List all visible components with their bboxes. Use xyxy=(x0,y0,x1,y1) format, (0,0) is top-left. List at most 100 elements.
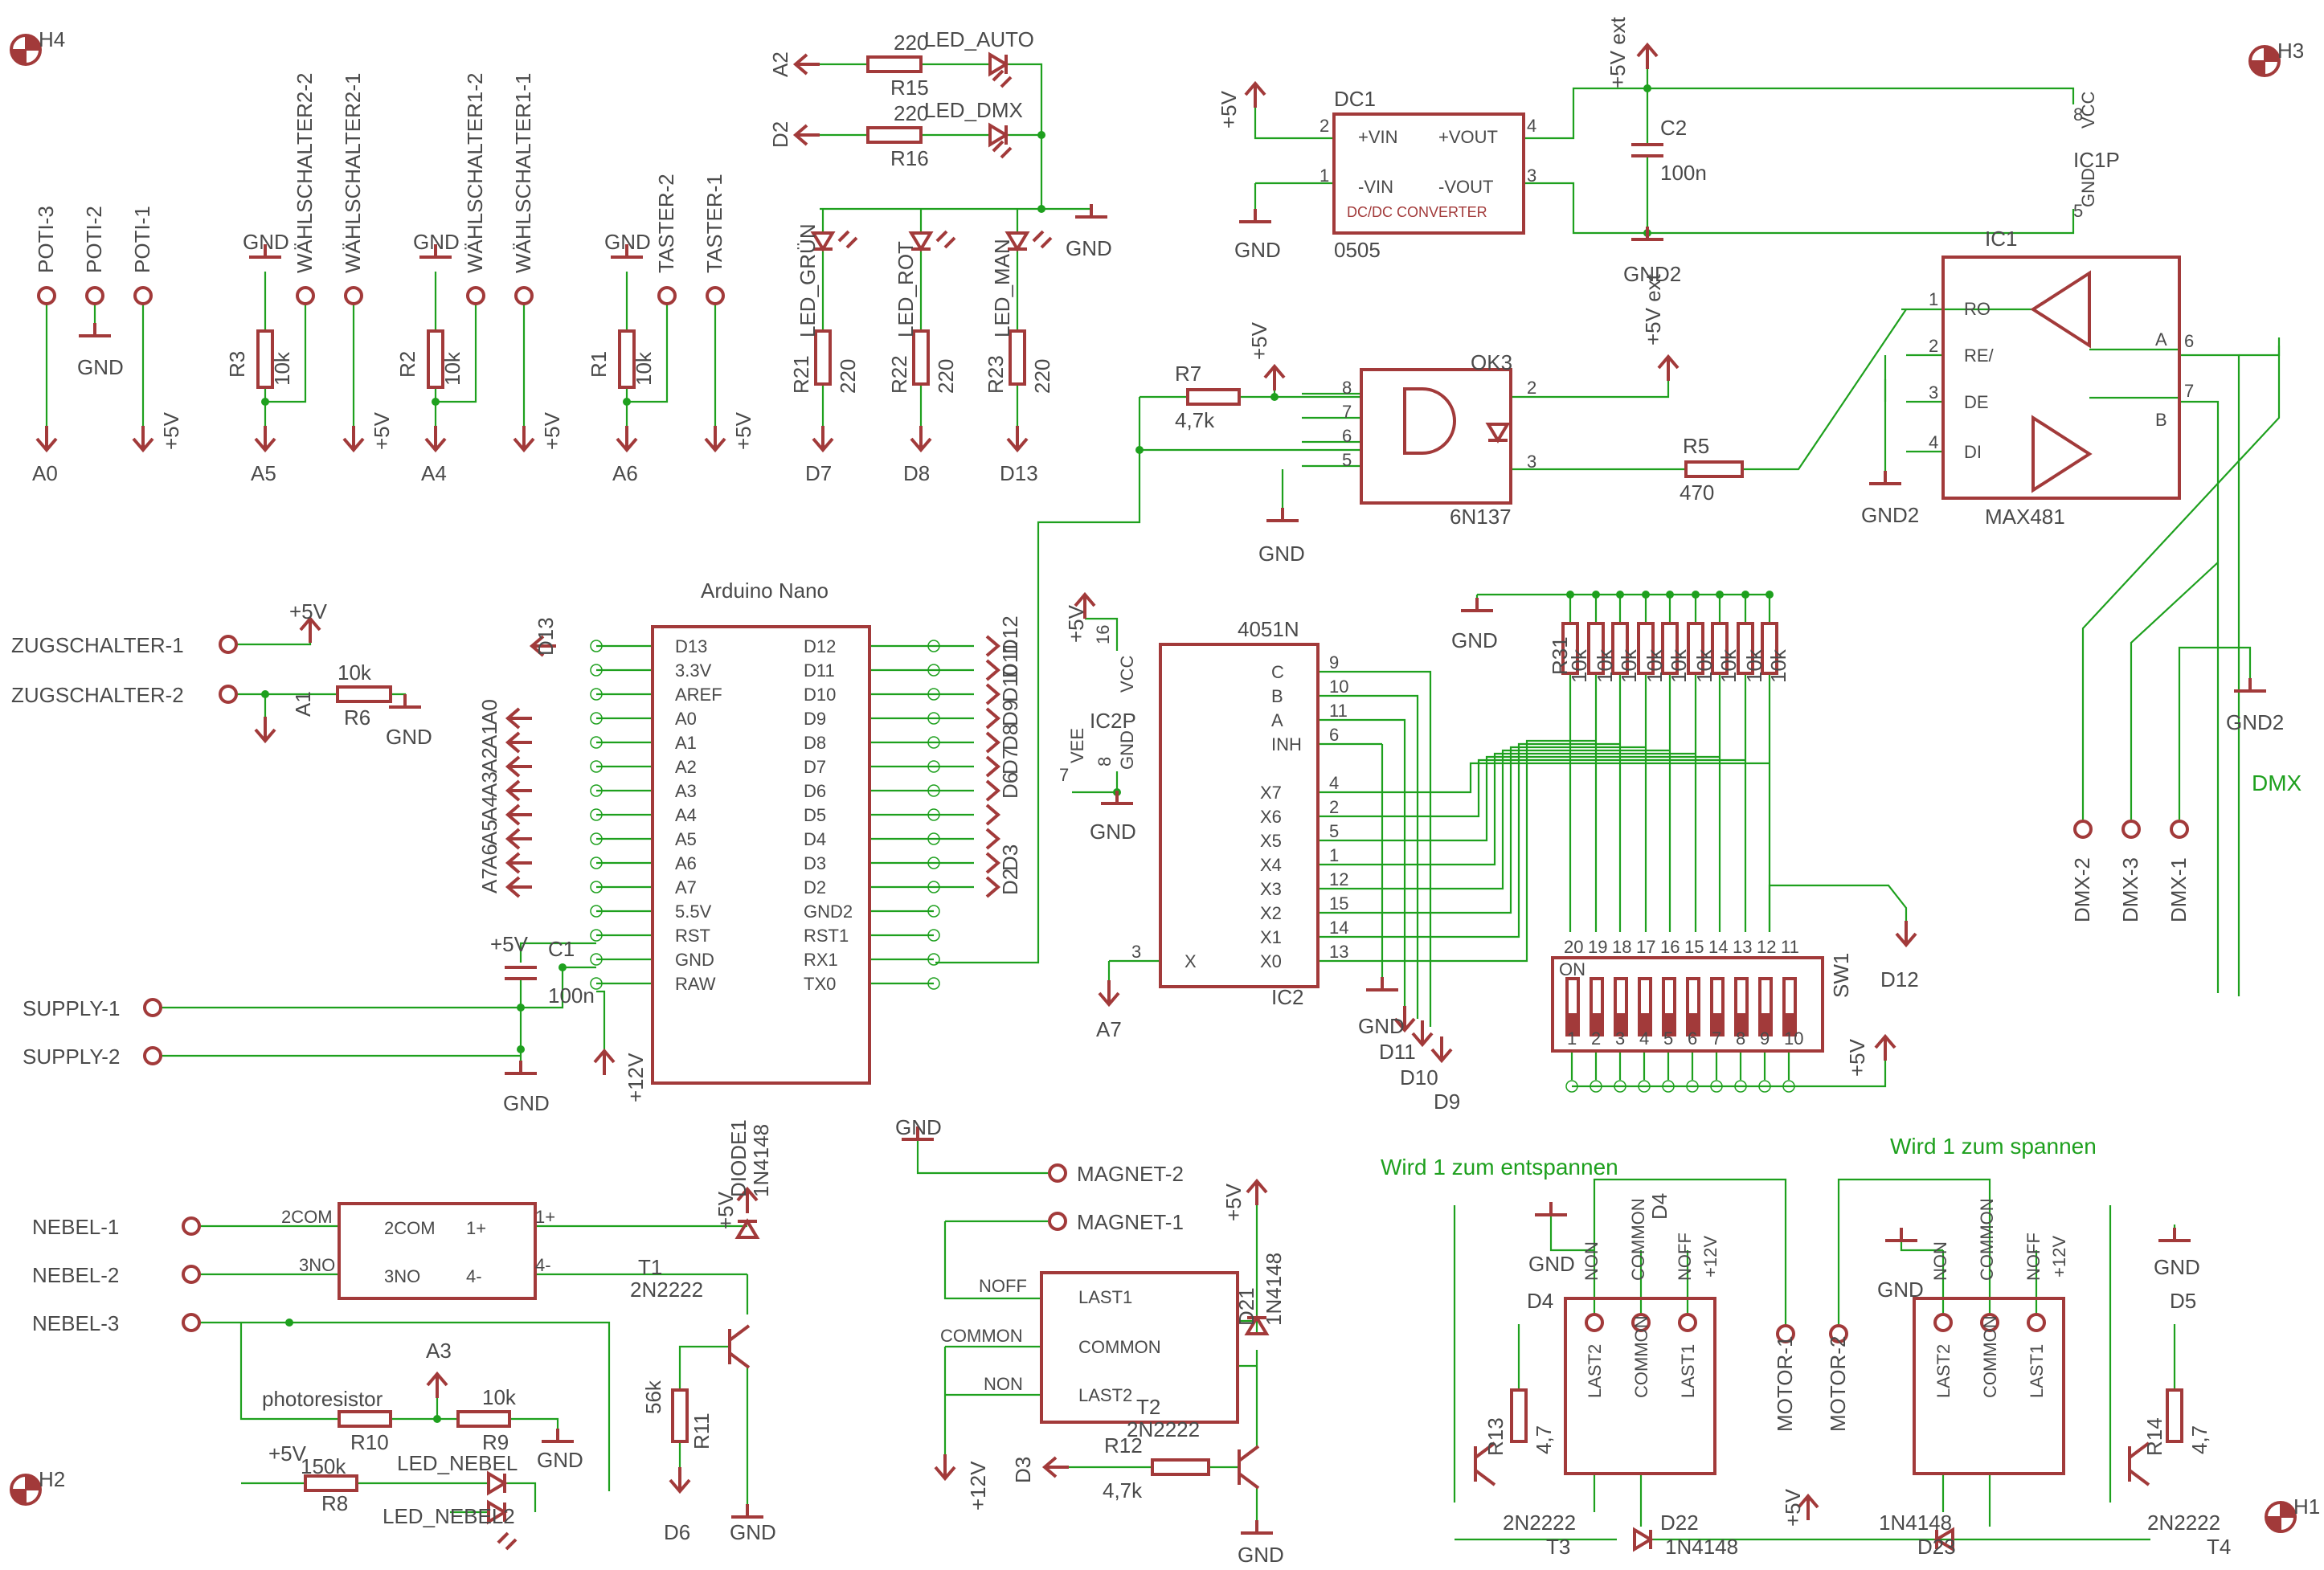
dcdc-pin: -VIN xyxy=(1358,177,1393,197)
led-ray xyxy=(837,230,850,243)
r13-value: 4,7 xyxy=(1532,1425,1556,1454)
led-dmx xyxy=(988,122,1009,148)
nano-pin-left: A3 xyxy=(675,781,697,801)
wires xyxy=(45,63,2281,1541)
optocoupler-6n137 xyxy=(1360,368,1512,505)
dip-num: 9 xyxy=(1760,1028,1770,1049)
net-d12: D12 xyxy=(1880,967,1919,991)
mount-hole-quarter xyxy=(2265,1516,2281,1533)
d23-ref: D23 xyxy=(1917,1535,1956,1559)
pin-ring xyxy=(590,688,603,701)
dcdc-num: 1 xyxy=(1320,166,1329,186)
led-label: LED_MAN xyxy=(990,239,1014,337)
net-a-left: A2 xyxy=(477,747,501,773)
dcdc-pin: +VIN xyxy=(1358,127,1398,147)
motor-pad xyxy=(1829,1324,1848,1343)
ic1p-gnd: GND xyxy=(2078,168,2098,207)
nebel-relay-pin: 2COM xyxy=(384,1218,436,1238)
gnd-label: GND xyxy=(1451,628,1498,652)
r12-ref: R12 xyxy=(1104,1433,1143,1458)
diode1 xyxy=(734,1218,760,1239)
mount-hole-quarter xyxy=(2264,45,2281,62)
nano-pin-left: RST xyxy=(675,926,710,946)
max481-pin: A xyxy=(2155,329,2167,350)
net-d10: D10 xyxy=(1400,1065,1438,1090)
nano-pin-right: D3 xyxy=(804,853,826,873)
dip-num: 8 xyxy=(1736,1028,1745,1049)
max481-pin: RE/ xyxy=(1964,345,1995,366)
nano-pin-left: A5 xyxy=(675,829,697,849)
led-ray xyxy=(992,69,1004,82)
motor-pad xyxy=(1776,1324,1795,1343)
opto-num: 8 xyxy=(1342,378,1352,398)
rarray-resistor xyxy=(1687,622,1704,675)
wire xyxy=(1837,1178,1991,1326)
wire xyxy=(1593,1178,1787,1326)
net-arrow-right xyxy=(985,852,1001,874)
dmx-note: DMX xyxy=(2252,771,2302,795)
nano-pin-left: A6 xyxy=(675,853,697,873)
pin-ring xyxy=(590,808,603,821)
nano-pin-right: D9 xyxy=(804,709,826,729)
resistor-R3 xyxy=(256,329,274,389)
dip-num-top: 14 xyxy=(1708,937,1728,957)
magnet-1-label: MAGNET-1 xyxy=(1077,1210,1184,1234)
net-arrow-right xyxy=(985,779,1001,802)
led-label: LED_ROT xyxy=(894,241,918,337)
r10-ref: R10 xyxy=(350,1430,389,1454)
transistor-emitter xyxy=(1238,1472,1260,1490)
led-nebel xyxy=(487,1470,508,1496)
net-label: A6 xyxy=(612,461,638,485)
wire xyxy=(1768,884,1908,937)
pin-ring xyxy=(927,977,940,990)
transistor-emitter xyxy=(1474,1469,1496,1486)
pin-ring xyxy=(927,905,940,918)
net-a-left: A6 xyxy=(477,844,501,869)
dip-lever xyxy=(1638,977,1652,1036)
dc1-value: 0505 xyxy=(1334,238,1381,262)
magnet-pin: COMMON xyxy=(940,1326,1023,1346)
motor-relay-top: +12V xyxy=(2049,1236,2069,1278)
nebel-relay-pin: 3NO xyxy=(384,1266,420,1286)
pin-ring xyxy=(590,760,603,773)
wire xyxy=(1382,752,1696,866)
mux-pin: C xyxy=(1271,662,1284,682)
nebel-relay-num: 3NO xyxy=(299,1255,335,1275)
mount-hole-quarter xyxy=(25,1474,42,1490)
rarray-value: 10k xyxy=(1692,648,1716,683)
wire xyxy=(1085,617,1119,651)
connector-pad xyxy=(657,286,677,305)
resistor-R22 xyxy=(912,329,930,386)
wire xyxy=(505,1482,537,1512)
mount-hole-quarter xyxy=(10,1489,27,1506)
mux-pin: X3 xyxy=(1260,879,1282,899)
junction-dot xyxy=(1666,591,1674,599)
max481-num: 6 xyxy=(2184,331,2194,351)
spannen-note: Wird 1 zum spannen xyxy=(1890,1134,2097,1159)
wire xyxy=(2179,400,2220,993)
dip-lever-knob xyxy=(1761,1013,1770,1034)
wire xyxy=(509,1417,559,1441)
junction-dot xyxy=(285,1319,293,1327)
junction-dot xyxy=(1592,591,1600,599)
resistor-R23 xyxy=(1009,329,1026,386)
net-a1: A1 xyxy=(291,691,315,717)
net-d-right: D7 xyxy=(998,748,1022,775)
net-arrow-right xyxy=(985,707,1001,730)
motor-2-label: MOTOR-2 xyxy=(1826,1336,1850,1432)
wire xyxy=(1382,755,1720,842)
mux-4051 xyxy=(1159,643,1320,988)
led-auto xyxy=(988,51,1009,77)
magnet-relay xyxy=(1040,1271,1239,1424)
wire xyxy=(519,942,596,963)
wire xyxy=(1524,182,1647,235)
dcdc-num: 3 xyxy=(1527,166,1536,186)
max481-num: 4 xyxy=(1929,432,1938,452)
nano-pin-right: D4 xyxy=(804,829,826,849)
led-dmx-label: LED_DMX xyxy=(924,98,1023,122)
h4-label: H4 xyxy=(39,27,65,51)
pin-ring xyxy=(590,905,603,918)
pin-ring xyxy=(590,736,603,749)
wire xyxy=(1742,309,1907,471)
dmx-3-label: DMX-3 xyxy=(2118,857,2142,922)
